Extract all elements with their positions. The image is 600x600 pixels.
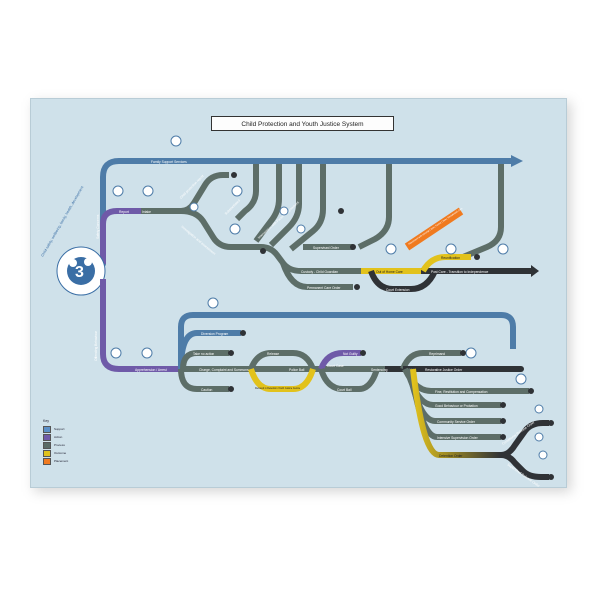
action-line-top (100, 208, 141, 264)
legend-swatch (43, 425, 51, 433)
community-service-label: Community Service Order (437, 420, 476, 424)
permanent-care-line (280, 261, 353, 290)
out-of-home-label: Out of Home Care (376, 270, 403, 274)
logo-ring-text: Child safety, wellbeing, family, health,… (40, 185, 84, 257)
safety-concerns-label: Safety Concerns (96, 214, 100, 239)
process-drop-1 (234, 164, 259, 222)
not-guilty-label: Not Guilty (343, 352, 358, 356)
terminus-badges-top (231, 172, 480, 290)
post-care-arrow (531, 265, 539, 277)
station-icons-bottom (110, 297, 548, 460)
process-drop-6 (461, 164, 504, 260)
legend-item-support: Support (43, 425, 99, 433)
support-arrow (511, 155, 523, 167)
page-title: Child Protection and Youth Justice Syste… (211, 116, 394, 131)
legend-swatch (43, 449, 51, 457)
not-guilty-line (318, 350, 361, 371)
process-drop-5 (357, 164, 392, 250)
supervised-release-line (500, 452, 549, 480)
legend-item-action: Action (43, 433, 99, 441)
post-care-label: Post Care - Transition to Independence (431, 270, 489, 274)
supervised-order-label: Supervised Order (313, 246, 340, 250)
caution-line (178, 368, 229, 392)
legend-item-outcome: Outcome (43, 449, 99, 457)
legend-label: Placement (54, 459, 69, 463)
release-line (248, 350, 316, 371)
sentencing-label: Sentencing (371, 368, 388, 372)
legend-label: Process (54, 443, 65, 447)
remand-line (248, 368, 316, 392)
take-no-action-label: Take no action (193, 352, 214, 356)
station-icons-top (112, 135, 509, 255)
poster: Family Support Services Safety Concerns … (30, 98, 567, 489)
legend-label: Outcome (54, 451, 67, 455)
transit-map: Family Support Services Safety Concerns … (40, 135, 554, 489)
court-bail-line (318, 368, 380, 392)
substantiated-label: Substantiated (224, 199, 241, 216)
release-label: Release (267, 352, 279, 356)
detention-label: Detention Order (439, 454, 463, 458)
legend-swatch (43, 433, 51, 441)
legend-swatch (43, 457, 51, 465)
report-label: Report (119, 210, 129, 214)
legend-title: Key (43, 419, 50, 423)
detention-line (410, 368, 501, 458)
process-drop-2 (253, 164, 282, 243)
legend-label: Support (54, 427, 65, 431)
fine-line (402, 367, 529, 394)
placement-note: Placement with Kinship Carer, Foster Car… (408, 207, 464, 246)
process-branch-report (180, 172, 229, 214)
remand-label: Remand in Detention Youth Justice Centre (255, 387, 301, 390)
court-case-label: Court Case (327, 364, 344, 368)
legend: Key Support Action Process Outcome Place… (43, 419, 99, 474)
action-line-bottom (100, 279, 181, 372)
family-support-label: Family Support Services (151, 160, 187, 164)
reunification-line (420, 254, 471, 273)
police-bail-label: Police Bail (289, 368, 305, 372)
placement-line (404, 207, 464, 251)
court-extension-label: Court Extension (386, 288, 410, 292)
reprimand-label: Reprimand (429, 352, 445, 356)
intake-label: Intake (142, 210, 151, 214)
caution-label: Caution (201, 388, 213, 392)
support-line (100, 158, 514, 267)
fine-label: Fine, Restitution and Compensation (435, 390, 488, 394)
legend-swatch (43, 441, 51, 449)
good-behaviour-label: Good Behaviour or Probation (435, 404, 478, 408)
logo: 3 Child safety, wellbeing, family, healt… (40, 185, 106, 296)
charge-label: Charge, Complaint and Summons (199, 368, 249, 372)
legend-label: Action (54, 435, 63, 439)
custody-line (260, 244, 361, 274)
svg-text:3: 3 (75, 264, 84, 281)
reunification-label: Reunification (441, 256, 460, 260)
restorative-label: Restorative Justice Order (425, 368, 463, 372)
court-extension-line (368, 269, 438, 292)
court-bail-label: Court Bail (337, 388, 352, 392)
legend-item-process: Process (43, 441, 99, 449)
permanent-care-label: Permanent Care Order (307, 286, 341, 290)
custody-label: Custody - Child Guardian (301, 270, 338, 274)
process-drop-3 (268, 164, 302, 248)
offending-label: Offending Behaviour (94, 330, 98, 361)
support-loop-bottom (178, 312, 516, 369)
intensive-supervision-label: Intensive Supervision Order (437, 436, 479, 440)
apprehension-label: Apprehension / Arrest (135, 368, 167, 372)
legend-item-placement: Placement (43, 457, 99, 465)
terminus-badges-bottom (228, 330, 554, 480)
diversion-label: Diversion Program (201, 332, 229, 336)
process-drop-4 (289, 164, 326, 252)
take-no-action-line (180, 350, 229, 370)
reprimand-line (400, 350, 461, 371)
